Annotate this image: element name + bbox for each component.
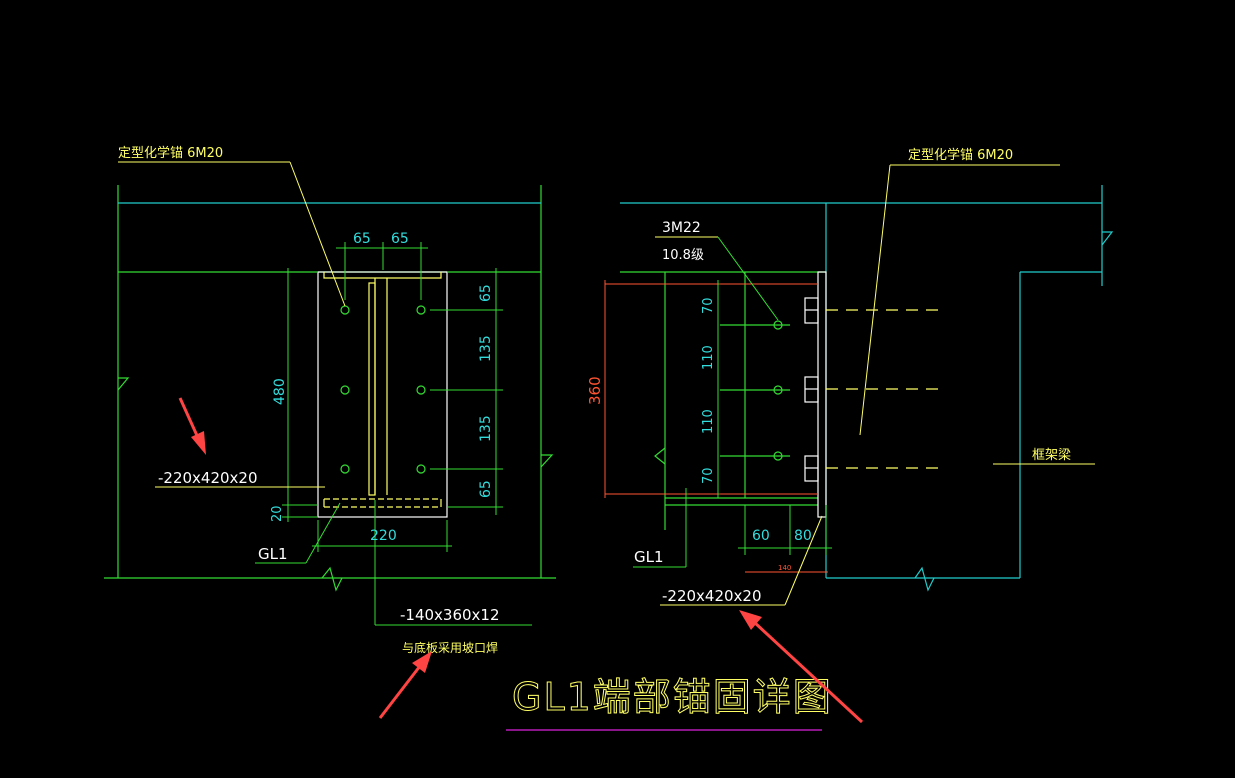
left-right-dim-4: 65 bbox=[478, 480, 494, 498]
right-dim-2: 110 bbox=[701, 345, 716, 370]
right-dim-1: 70 bbox=[701, 297, 716, 314]
right-anchor-rods bbox=[826, 309, 945, 469]
arrow-icon bbox=[178, 397, 206, 455]
left-plate-label: -220x420x20 bbox=[158, 469, 258, 487]
right-anchor-heads bbox=[804, 297, 819, 482]
right-anchor-label: 定型化学锚 6M20 bbox=[908, 147, 1013, 163]
left-top-spacing-2: 65 bbox=[391, 231, 409, 247]
right-structure-cyan bbox=[620, 185, 1114, 592]
left-right-dim-1: 65 bbox=[478, 284, 494, 302]
bolt-hole bbox=[340, 385, 350, 395]
left-leaders-green bbox=[255, 500, 532, 626]
right-leaders bbox=[655, 164, 1095, 606]
bolt-hole bbox=[416, 305, 426, 315]
right-structure-green bbox=[620, 271, 826, 530]
left-anchor-label: 定型化学锚 6M20 bbox=[118, 145, 223, 161]
left-structure-lines bbox=[104, 185, 556, 592]
right-bottom-dim-2: 80 bbox=[794, 528, 812, 544]
right-detail: 定型化学锚 6M20 3M22 10.8级 360 70 110 110 70 … bbox=[586, 147, 1114, 606]
left-beam-label: GL1 bbox=[258, 545, 288, 563]
drawing-title: GL1端部锚固详图 bbox=[512, 675, 833, 719]
right-height-total: 360 bbox=[586, 376, 604, 405]
left-beam-section bbox=[323, 272, 442, 508]
right-dim-3: 110 bbox=[701, 409, 716, 434]
left-bolts bbox=[340, 305, 426, 474]
annotation-arrows bbox=[178, 397, 864, 724]
right-bolt-label: 3M22 bbox=[662, 220, 701, 236]
right-leaders-green bbox=[633, 236, 779, 568]
left-bottom-plate-thk: 20 bbox=[270, 505, 285, 522]
left-height-total: 480 bbox=[272, 378, 288, 405]
bolt-hole bbox=[340, 464, 350, 474]
right-dim-4: 70 bbox=[701, 467, 716, 484]
right-bottom-small: 140 bbox=[778, 564, 791, 572]
arrow-icon bbox=[739, 610, 864, 724]
right-frame-beam-label: 框架梁 bbox=[1032, 448, 1071, 463]
left-dimensions bbox=[282, 242, 503, 552]
bolt-hole bbox=[416, 385, 426, 395]
right-beam-label: GL1 bbox=[634, 548, 664, 566]
left-plate bbox=[317, 271, 448, 518]
title-block: GL1端部锚固详图 bbox=[506, 675, 833, 731]
left-stiffener-label: -140x360x12 bbox=[400, 606, 500, 624]
right-end-plate bbox=[817, 271, 827, 518]
left-width: 220 bbox=[370, 528, 397, 544]
right-red-dimension bbox=[604, 280, 828, 573]
left-weld-note: 与底板采用坡口焊 bbox=[402, 640, 498, 655]
arrow-icon bbox=[378, 651, 432, 719]
left-top-spacing-1: 65 bbox=[353, 231, 371, 247]
right-plate-label: -220x420x20 bbox=[662, 587, 762, 605]
left-right-dim-2: 135 bbox=[478, 335, 494, 362]
left-leaders bbox=[118, 161, 346, 488]
right-bottom-dim-1: 60 bbox=[752, 528, 770, 544]
right-bolt-grade: 10.8级 bbox=[662, 248, 704, 263]
left-detail: 定型化学锚 6M20 65 65 480 65 135 135 65 20 22… bbox=[104, 145, 556, 655]
right-dimensions bbox=[717, 280, 832, 555]
right-bolts bbox=[720, 272, 790, 498]
left-right-dim-3: 135 bbox=[478, 415, 494, 442]
bolt-hole bbox=[416, 464, 426, 474]
bolt-hole bbox=[340, 305, 350, 315]
